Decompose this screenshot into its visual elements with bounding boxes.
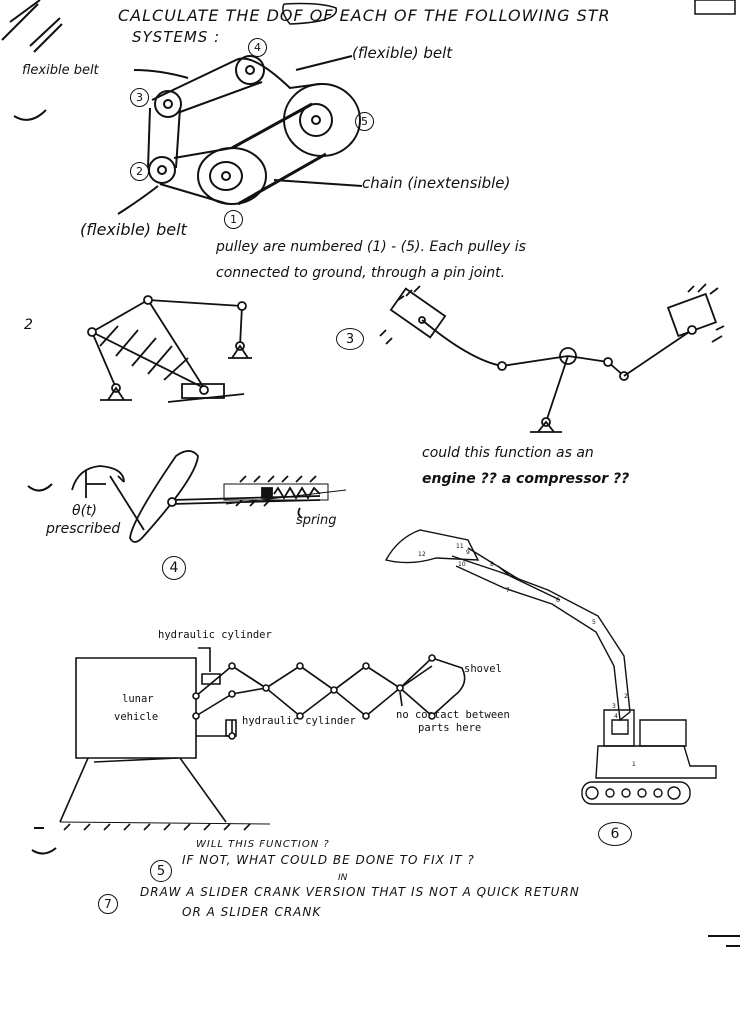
problem-number-7: 7 [98, 894, 118, 914]
excavator-link-5: 5 [592, 619, 596, 626]
excavator-link-11: 11 [456, 543, 464, 550]
lunar-scissor-arm [34, 648, 465, 830]
label-prescribed: prescribed [46, 521, 121, 537]
label-no-contact-line2: parts here [418, 722, 482, 734]
label-lunar-vehicle-line2: vehicle [114, 711, 159, 723]
excavator-link-7: 7 [506, 587, 510, 594]
problem7-line2: OR A SLIDER CRANK [182, 905, 322, 919]
worksheet-title: CALCULATE THE DOF OF EACH OF THE FOLLOWI… [118, 6, 611, 25]
lunar-vehicle-body [76, 658, 196, 758]
excavator-link-6: 6 [556, 597, 560, 604]
belt-pulley-system [118, 56, 362, 214]
label-shovel: shovel [464, 663, 502, 675]
pulley-2 [149, 157, 175, 183]
excavator-drawing [386, 530, 716, 804]
problem-number-3: 3 [336, 328, 364, 350]
problem5-question-line1: WILL THIS FUNCTION ? [196, 839, 330, 850]
dual-slider-linkage [380, 284, 724, 432]
problem-number-6: 6 [598, 822, 632, 846]
label-no-contact-line1: no contact between [396, 709, 510, 721]
label-flexible-belt-bottom: (flexible) belt [80, 220, 187, 239]
excavator-link-8: 8 [490, 561, 494, 568]
four-bar-slider-mechanism [88, 296, 252, 402]
problem7-insert: IN [338, 873, 348, 883]
excavator-link-2: 2 [624, 693, 628, 700]
pulley-note-line1: pulley are numbered (1) - (5). Each pull… [216, 239, 526, 255]
pulley-number-5: 5 [355, 112, 374, 131]
lever-spring-mechanism [72, 451, 346, 542]
problem4-question-line2: engine ?? a compressor ?? [422, 471, 630, 487]
excavator-link-12: 12 [418, 551, 426, 558]
problem-number-5: 5 [150, 860, 172, 882]
excavator-link-10: 10 [458, 561, 466, 568]
label-spring: spring [296, 513, 337, 528]
label-hydraulic-cylinder-top: hydraulic cylinder [158, 629, 272, 641]
problem4-question-line1: could this function as an [422, 445, 594, 461]
lever-link [130, 451, 198, 542]
pulley-number-4: 4 [248, 38, 267, 57]
pulley-4 [236, 56, 264, 84]
label-hydraulic-cylinder-bottom: hydraulic cylinder [242, 715, 356, 727]
problem-number-2: 2 [24, 317, 33, 333]
label-chain: chain (inextensible) [362, 174, 511, 192]
label-lunar-vehicle-line1: lunar [122, 693, 154, 705]
problem7-line1: DRAW A SLIDER CRANK VERSION THAT IS NOT … [140, 885, 580, 899]
excavator-link-4: 4 [614, 713, 618, 720]
problem-number-4: 4 [162, 556, 186, 580]
excavator-link-9: 9 [466, 549, 470, 556]
margin-scribbles [2, 0, 740, 946]
title-cutoff-box [695, 0, 735, 14]
label-flexible-belt-left: flexible belt [22, 63, 99, 78]
label-theta: θ(t) [72, 503, 97, 519]
problem5-question-line2: IF NOT, WHAT COULD BE DONE TO FIX IT ? [182, 853, 475, 867]
pulley-number-1: 1 [224, 210, 243, 229]
theta-arc [72, 466, 124, 490]
worksheet-title-line2: SYSTEMS : [132, 28, 221, 46]
excavator-link-1: 1 [632, 761, 636, 768]
excavator-bucket [386, 530, 478, 563]
pulley-number-3: 3 [130, 88, 149, 107]
pulley-3 [155, 91, 181, 117]
pulley-5 [284, 84, 360, 156]
pulley-note-line2: connected to ground, through a pin joint… [216, 265, 506, 281]
excavator-link-numbers: 1 2 3 4 5 6 7 8 9 10 11 12 [418, 543, 636, 768]
dof-emphasis-loop [283, 4, 336, 25]
excavator-link-3: 3 [612, 703, 616, 710]
label-flexible-belt-right: (flexible) belt [352, 44, 453, 62]
